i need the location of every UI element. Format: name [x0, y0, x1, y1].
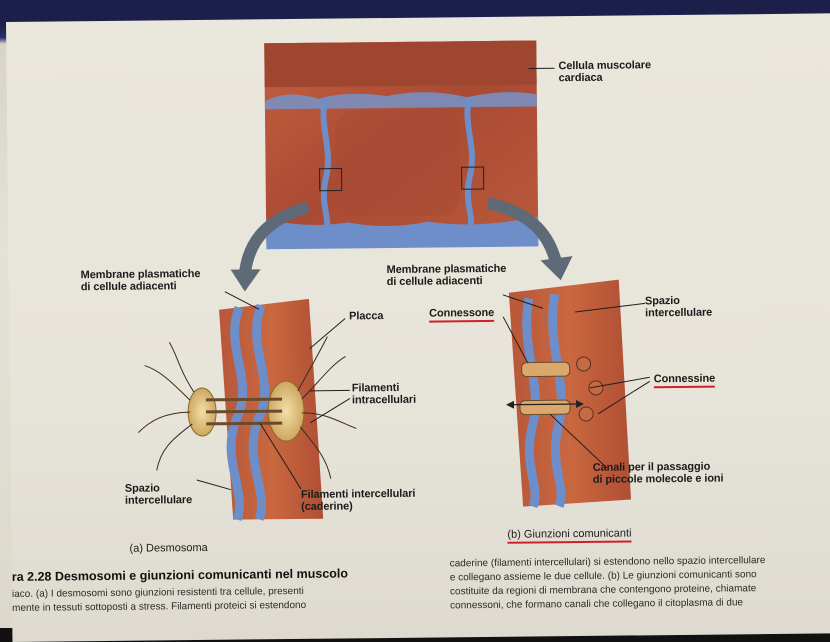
label-connessone: Connessone	[429, 307, 494, 323]
subcaption-a: (a) Desmosoma	[129, 542, 207, 555]
label-filamenti-intracellulari: Filamenti intracellulari	[352, 382, 416, 407]
label-placca: Placca	[349, 310, 383, 322]
label-spazio-left: Spazio intercellulare	[125, 482, 192, 507]
label-spazio-right: Spazio intercellulare	[645, 295, 712, 320]
textbook-page: Cellula muscolare cardiaca Membrane plas…	[6, 13, 830, 642]
subcaption-b: (b) Giunzioni comunicanti	[507, 527, 631, 543]
label-canali: Canali per il passaggio di piccole molec…	[593, 461, 724, 486]
label-connessine: Connessine	[654, 373, 716, 389]
label-filamenti-intercellulari: Filamenti intercellulari (caderine)	[301, 488, 416, 513]
cardiac-muscle-block	[264, 40, 538, 249]
label-membranes-right: Membrane plasmatiche di cellule adiacent…	[387, 263, 507, 288]
label-cardiac-cell: Cellula muscolare cardiaca	[558, 59, 651, 84]
label-membranes-left: Membrane plasmatiche di cellule adiacent…	[81, 268, 201, 293]
